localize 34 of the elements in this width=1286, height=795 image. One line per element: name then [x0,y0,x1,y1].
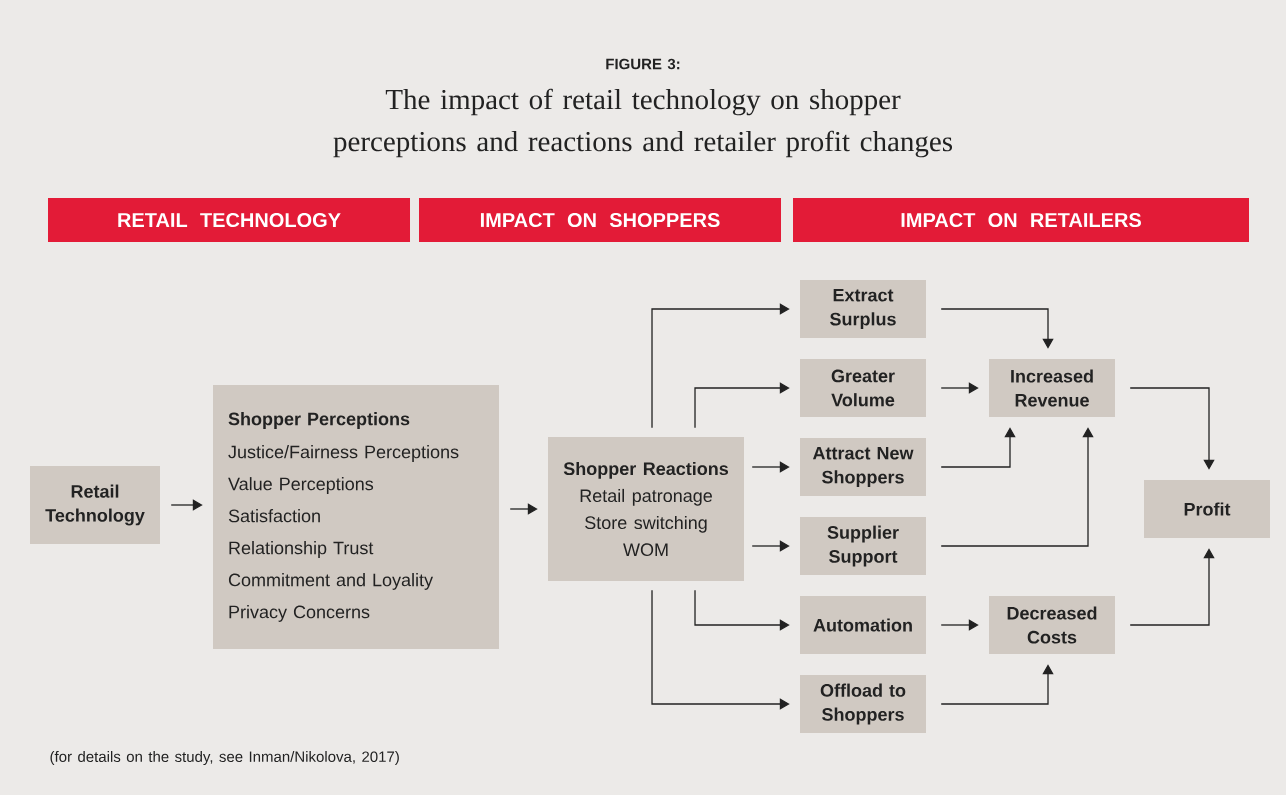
section-header: IMPACT ON RETAILERS [793,198,1249,242]
process-box: Supplier Support [800,517,926,575]
process-box: Increased Revenue [989,359,1115,417]
arrow [170,499,203,511]
process-box: Extract Surplus [800,280,926,338]
arrow [651,589,790,710]
process-box: Shopper Perceptions Justice/Fairness Perceptions Value Perceptions Satisfaction Relationship Trust Commitment and Loyality Privacy Concerns [213,385,499,649]
arrow [940,664,1054,705]
process-box: Greater Volume [800,359,926,417]
process-box: Offload to Shoppers [800,675,926,733]
title: The impact of retail technology on shopper perceptions and reactions and retailer profit changes [333,88,953,158]
arrow [1129,548,1215,626]
arrow [940,382,979,394]
caption: (for details on the study, see Inman/Nikolova, 2017) [50,751,399,765]
process-box: Decreased Costs [989,596,1115,654]
arrow [940,427,1016,468]
process-box: Retail Technology [30,466,160,544]
figure-label: FIGURE 3: [606,58,680,70]
arrow [509,503,538,515]
process-box: Attract New Shoppers [800,438,926,496]
arrow [940,308,1054,349]
arrow [694,589,790,631]
process-box: Shopper Reactions Retail patronage Store switching WOM [548,437,744,581]
arrow [651,303,790,429]
arrow [940,619,979,631]
section-header: IMPACT ON SHOPPERS [419,198,781,242]
process-box: Automation [800,596,926,654]
arrow [940,427,1094,547]
arrow [751,461,790,473]
process-box: Profit [1144,480,1270,538]
arrow [1129,387,1215,470]
arrow [694,382,790,429]
section-header: RETAIL TECHNOLOGY [48,198,410,242]
arrow [751,540,790,552]
